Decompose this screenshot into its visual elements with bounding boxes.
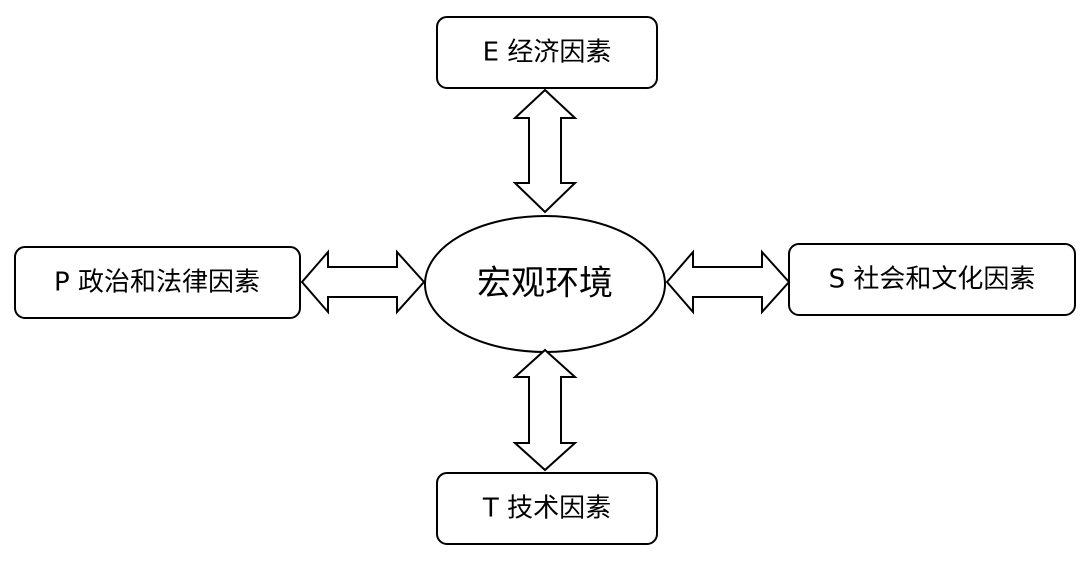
economic-node-box — [436, 16, 658, 89]
economic-node-label: E 经济因素 — [483, 38, 612, 68]
political-node-label: P 政治和法律因素 — [54, 268, 260, 298]
center-node: 宏观环境 — [424, 215, 666, 353]
technological-node: T 技术因素 — [436, 472, 658, 545]
political-node-box — [14, 246, 301, 319]
arrow-right-bidirectional — [665, 249, 791, 315]
social-node-label: S 社会和文化因素 — [829, 265, 1036, 295]
social-node-box — [788, 243, 1076, 316]
arrow-bottom-bidirectional — [512, 348, 578, 472]
economic-node: E 经济因素 — [436, 16, 658, 89]
social-node: S 社会和文化因素 — [788, 243, 1076, 316]
arrow-top-bidirectional — [512, 88, 578, 214]
center-label: 宏观环境 — [477, 264, 613, 304]
technological-node-label: T 技术因素 — [482, 494, 611, 524]
technological-node-box — [436, 472, 658, 545]
political-node: P 政治和法律因素 — [14, 246, 301, 319]
arrow-left-bidirectional — [300, 249, 426, 315]
